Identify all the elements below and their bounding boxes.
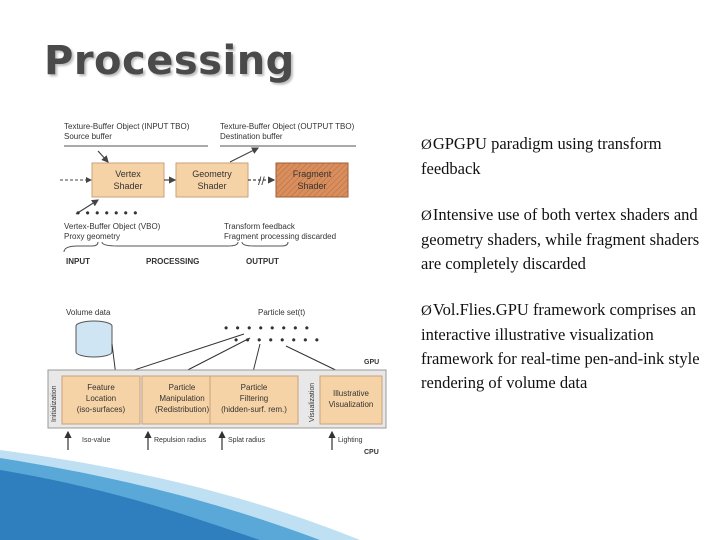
particle-manipulation-line-2: Manipulation (159, 394, 204, 403)
bullet-item: ØVol.Flies.GPU framework comprises an in… (421, 298, 701, 395)
particle-set-label: Particle set(t) (258, 308, 305, 317)
processing-label: PROCESSING (146, 257, 199, 266)
illustrative-line-1: Illustrative (333, 389, 370, 398)
fragment-discarded-label: Fragment processing discarded (224, 232, 336, 241)
fragment-shader-label-1: Fragment (293, 169, 332, 179)
fragment-shader-hatch (276, 163, 348, 197)
feature-location-line-3: (iso-surfaces) (77, 405, 126, 414)
bullet-arrow-icon: Ø (421, 137, 432, 153)
fragment-shader-label-2: Shader (297, 181, 326, 191)
transform-feedback-label: Transform feedback (224, 222, 296, 231)
particle-dots-row-1: • • • • • • • • (224, 321, 311, 335)
initialization-label: Initialization (51, 385, 58, 422)
bullet-text: Vol.Flies.GPU framework comprises an int… (421, 300, 700, 392)
bullet-arrow-icon: Ø (421, 303, 432, 319)
illustrative-line-2: Visualization (329, 400, 374, 409)
bullet-arrow-icon: Ø (421, 208, 432, 224)
bullet-text: Intensive use of both vertex shaders and… (421, 205, 700, 273)
geometry-shader-box (175, 162, 249, 198)
discard-slash-icon: // (258, 174, 265, 188)
particle-manipulation-line-3: (Redistribution) (155, 405, 210, 414)
vbo-arrow (75, 199, 100, 215)
particle-manipulation-box (141, 375, 223, 425)
vertex-shader-label-1: Vertex (115, 169, 141, 179)
cpu-label: CPU (364, 449, 379, 456)
transform-feedback-diagram: Texture-Buffer Object (INPUT TBO) Source… (60, 122, 356, 266)
vertex-shader-label-2: Shader (113, 181, 142, 191)
source-arrow (97, 150, 109, 163)
source-buffer-label: Source buffer (64, 132, 112, 141)
volume-data-icon (75, 326, 113, 358)
lighting-label: Lighting (338, 437, 363, 444)
geometry-shader-label-1: Geometry (192, 169, 232, 179)
particle-filtering-line-2: Filtering (240, 394, 268, 403)
feature-location-box (61, 375, 141, 425)
vertex-shader-box (91, 162, 165, 198)
particle-to-feature-arrow (115, 333, 245, 378)
particle-manipulation-line-1: Particle (169, 383, 196, 392)
repulsion-radius-label: Repulsion radius (154, 437, 207, 444)
slide-title: Processing (44, 38, 295, 84)
proxy-geometry-dots: • • • • • • • (76, 206, 138, 220)
feature-location-line-1: Feature (87, 383, 115, 392)
particle-filtering-line-1: Particle (241, 383, 268, 392)
visualization-label: Visualization (309, 383, 316, 422)
input-label: INPUT (66, 257, 90, 266)
particle-filtering-line-3: (hidden-surf. rem.) (221, 405, 287, 414)
feedback-arrow (229, 147, 260, 163)
output-brace (241, 241, 289, 247)
volflies-pipeline-diagram: Volume data Particle set(t) • • • • • • … (47, 308, 387, 456)
input-brace (63, 241, 99, 253)
input-tbo-label: Texture-Buffer Object (INPUT TBO) (64, 122, 190, 131)
bullet-list: ØGPGPU paradigm using transform feedback… (421, 132, 701, 417)
processing-brace (101, 241, 239, 247)
vbo-label: Vertex-Buffer Object (VBO) (64, 222, 161, 231)
bullet-text: GPGPU paradigm using transform feedback (421, 134, 662, 178)
bullet-item: ØIntensive use of both vertex shaders an… (421, 203, 701, 276)
output-label: OUTPUT (246, 257, 279, 266)
feature-location-line-2: Location (86, 394, 116, 403)
illustrative-visualization-box (319, 375, 383, 425)
destination-buffer-label: Destination buffer (220, 132, 283, 141)
particle-filtering-box (209, 375, 299, 425)
output-tbo-label: Texture-Buffer Object (OUTPUT TBO) (220, 122, 355, 131)
particle-dots-row-2: • • • • • • • • (234, 333, 321, 347)
geometry-shader-label-2: Shader (197, 181, 226, 191)
gpu-label: GPU (364, 359, 379, 366)
iso-value-label: Iso-value (82, 437, 111, 444)
wave-dark (0, 470, 260, 540)
splat-radius-label: Splat radius (228, 437, 265, 444)
proxy-geometry-label: Proxy geometry (64, 232, 120, 241)
bullet-item: ØGPGPU paradigm using transform feedback (421, 132, 701, 181)
volume-data-label: Volume data (66, 308, 111, 317)
decorative-wave (0, 450, 360, 540)
